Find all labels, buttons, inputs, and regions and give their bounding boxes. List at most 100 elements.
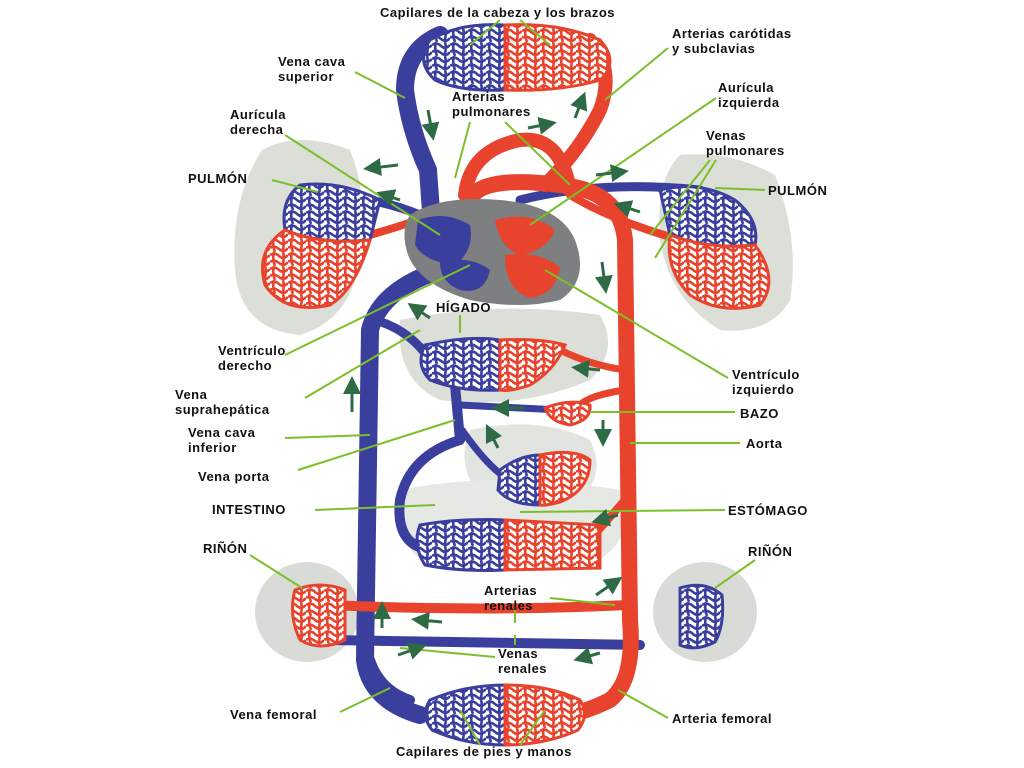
left-lung-capillaries-blue: [282, 182, 382, 243]
flow-arrows: [343, 91, 641, 665]
leader-pulmon-der: [714, 187, 766, 191]
leader-ventriculo-der: [284, 264, 471, 356]
vena-cava-superior: [396, 26, 449, 234]
leader-venas-pulm: [649, 159, 711, 236]
renal-arteries: [325, 600, 633, 614]
right-ventricle: [440, 259, 490, 291]
label-vena-suprahepatica: Vena suprahepática: [175, 387, 270, 417]
label-venas-renales: Venas renales: [498, 646, 547, 676]
leader-venas-pulm-2: [654, 159, 717, 259]
label-vena-porta: Vena porta: [198, 469, 270, 484]
label-arteria-femoral: Arteria femoral: [672, 711, 772, 726]
label-venas-pulmonares: Venas pulmonares: [706, 128, 785, 158]
label-line: Aurícula: [718, 80, 775, 95]
leader-rinon-der: [714, 559, 756, 589]
leader-capilares-pies-2: [519, 709, 546, 746]
label-line: suprahepática: [175, 402, 270, 417]
label-line: Arterias: [484, 583, 538, 598]
label-auricula-derecha: Aurícula derecha: [230, 107, 286, 137]
flow-arrow: [407, 303, 431, 321]
femoral-vein-loop: [365, 655, 415, 705]
label-arterias-renales: Arterias renales: [484, 583, 537, 613]
label-pulmon-derecho: PULMÓN: [768, 183, 828, 198]
label-line: Aurícula: [230, 107, 287, 122]
flow-arrow: [527, 116, 557, 135]
liver-capillaries-blue: [419, 336, 502, 392]
head-capillaries-blue: [422, 23, 507, 92]
liver-capillaries-red: [498, 338, 568, 392]
leader-intestino: [314, 504, 436, 511]
intestine-capillaries-red: [503, 518, 602, 572]
leader-vena-suprahep: [304, 329, 421, 399]
label-line: derecho: [218, 358, 273, 373]
label-rinon-izquierdo: RIÑÓN: [203, 541, 248, 556]
label-line: Venas: [706, 128, 747, 143]
label-line: superior: [278, 69, 335, 84]
leader-pulmon-izq: [271, 179, 319, 193]
flow-arrow: [376, 189, 401, 207]
label-line: Vena cava: [278, 54, 346, 69]
label-aorta: Aorta: [746, 436, 783, 451]
label-intestino: INTESTINO: [212, 502, 286, 517]
label-line: Arterias carótidas: [672, 26, 792, 41]
leader-arterias-pulm: [504, 121, 571, 186]
renal-veins: [325, 635, 645, 650]
flow-arrow: [570, 91, 588, 119]
feet-capillaries-red: [503, 683, 586, 747]
right-kidney-capillaries: [678, 583, 725, 650]
heart: [404, 199, 580, 305]
spleen-capillaries: [543, 400, 592, 427]
pulmonary-arteries: [458, 132, 577, 202]
right-lung-capillaries-red: [667, 232, 771, 310]
leader-auricula-izq: [529, 97, 717, 226]
flow-arrow: [571, 359, 601, 378]
label-vena-cava-superior: Vena cava superior: [278, 54, 345, 84]
leader-vena-cava-inf: [284, 434, 371, 439]
label-pulmon-izquierdo: PULMÓN: [188, 171, 248, 186]
leader-head-capillaries: [469, 19, 501, 46]
leader-vena-porta: [297, 419, 456, 471]
left-atrium: [495, 216, 555, 255]
label-vena-femoral: Vena femoral: [230, 707, 317, 722]
flow-arrow: [591, 508, 619, 527]
label-line: y subclavias: [672, 41, 756, 56]
leader-vena-cava-sup: [354, 71, 406, 99]
label-line: renales: [498, 661, 548, 676]
label-line: izquierdo: [732, 382, 795, 397]
leader-capilares-pies: [459, 709, 481, 746]
capillary-beds: [261, 23, 771, 747]
leader-rinon-izq: [249, 554, 303, 589]
flow-arrow: [573, 646, 601, 665]
left-kidney-capillaries: [290, 583, 347, 648]
aorta: [462, 174, 639, 723]
label-arterias-pulmonares: Arterias pulmonares: [452, 89, 531, 119]
label-line: izquierda: [718, 95, 780, 110]
label-ventriculo-derecho: Ventrículo derecho: [218, 343, 286, 373]
leader-auricula-der: [284, 134, 441, 236]
intestine-capillaries-blue: [415, 518, 507, 572]
portal-vein: [394, 380, 465, 555]
label-line: Ventrículo: [218, 343, 286, 358]
label-arterias-carotidas: Arterias carótidas y subclavias: [672, 26, 792, 56]
flow-arrow: [363, 158, 399, 176]
label-estomago: ESTÓMAGO: [728, 503, 808, 518]
leader-carotid: [604, 47, 669, 101]
leader-head-capillaries-2: [519, 19, 551, 46]
label-capilares-pies: Capilares de pies y manos: [396, 744, 572, 759]
leader-ventriculo-izq: [544, 269, 729, 379]
label-capilares-cabeza: Capilares de la cabeza y los brazos: [380, 5, 615, 20]
feet-capillaries-blue: [424, 683, 507, 747]
label-rinon-derecho: RIÑÓN: [748, 544, 793, 559]
flow-arrow: [421, 109, 440, 141]
flow-arrow: [595, 576, 623, 597]
leader-vena-femoral: [339, 687, 391, 713]
label-auricula-izquierda: Aurícula izquierda: [718, 80, 780, 110]
label-line: renales: [484, 598, 534, 613]
stomach-capillaries-red: [538, 450, 592, 507]
flow-arrow: [595, 164, 629, 183]
hepatic-artery: [556, 346, 629, 374]
label-line: Arterias: [452, 89, 506, 104]
head-capillaries-red: [503, 23, 612, 92]
label-vena-cava-inferior: Vena cava inferior: [188, 425, 255, 455]
